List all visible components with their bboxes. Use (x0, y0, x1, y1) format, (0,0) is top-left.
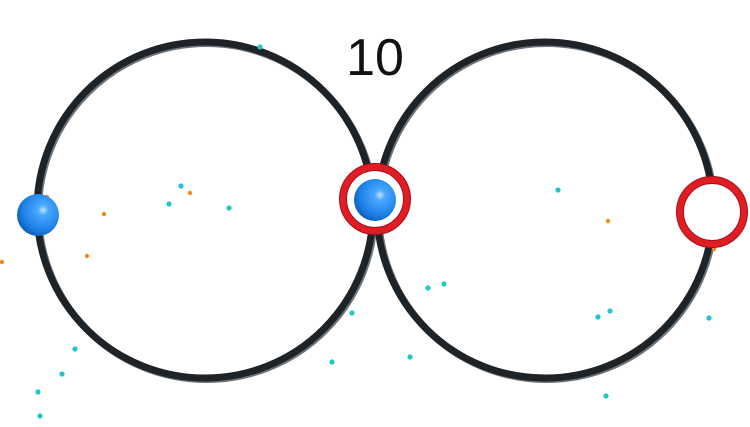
orange-particle (187, 190, 193, 196)
teal-particle (441, 281, 447, 287)
player-ball-center (354, 179, 396, 221)
teal-particle (595, 314, 601, 320)
teal-particle (555, 187, 561, 193)
teal-particle (706, 315, 712, 321)
teal-particle (607, 308, 613, 314)
teal-particle (407, 354, 413, 360)
orange-particle (0, 259, 5, 265)
player-ball-left (17, 194, 59, 236)
teal-particle (425, 285, 431, 291)
teal-particle (257, 44, 263, 50)
teal-particle (603, 393, 609, 399)
orange-particle (605, 218, 611, 224)
teal-particle (349, 310, 355, 316)
teal-particle (226, 205, 232, 211)
orange-particle (101, 211, 107, 217)
teal-particle (72, 346, 78, 352)
target-rings (339, 163, 748, 248)
teal-particle (59, 371, 65, 377)
player-balls (17, 179, 396, 236)
track-circle-left (33, 38, 377, 382)
teal-particle (166, 201, 172, 207)
orange-particle (84, 253, 90, 259)
target-ring-right (676, 176, 748, 248)
track-circle-right (373, 38, 717, 382)
teal-particle (37, 413, 43, 419)
teal-particle (35, 389, 41, 395)
teal-particle (329, 359, 335, 365)
score-counter: 10 (346, 29, 404, 87)
teal-particle (178, 183, 184, 189)
